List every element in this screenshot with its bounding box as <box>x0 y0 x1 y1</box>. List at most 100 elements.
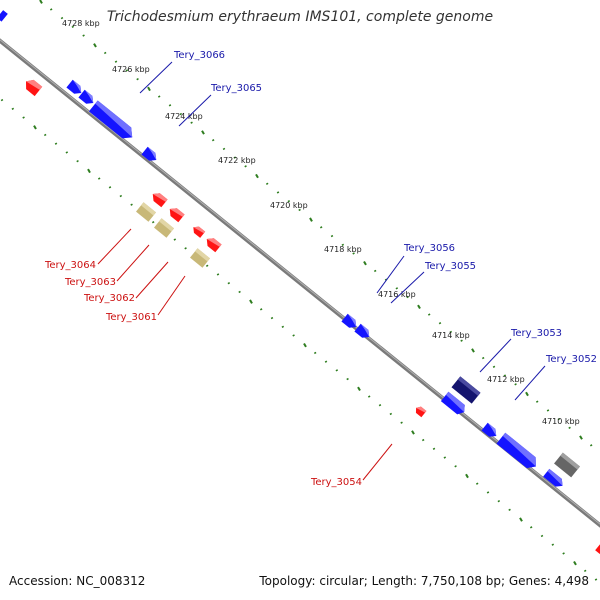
leader-line-tery-3055 <box>390 271 425 304</box>
kbp-label-4728: 4728 kbp <box>62 19 100 28</box>
gene-block[interactable] <box>136 202 156 222</box>
tick-mark <box>309 217 313 222</box>
gene-block[interactable] <box>451 376 481 404</box>
tick-mark <box>330 234 334 238</box>
gene-block[interactable] <box>141 146 159 164</box>
leader-line-tery-3053 <box>479 338 512 373</box>
gene-block[interactable] <box>22 77 43 97</box>
tick-mark <box>76 159 79 163</box>
gene-block[interactable] <box>150 190 168 208</box>
gene-block[interactable] <box>167 205 185 223</box>
tick-mark <box>60 16 64 20</box>
tick-mark <box>281 325 285 328</box>
tick-mark <box>535 400 539 403</box>
tick-mark <box>475 482 479 485</box>
tick-mark <box>465 473 469 479</box>
tick-mark <box>594 578 598 581</box>
gene-block[interactable] <box>354 323 372 341</box>
kbp-label-4726: 4726 kbp <box>112 65 150 74</box>
tick-mark <box>168 104 172 107</box>
tick-mark <box>303 343 307 348</box>
gene-label-tery-3052[interactable]: Tery_3052 <box>545 354 597 365</box>
tick-mark <box>568 426 571 430</box>
tick-mark <box>562 552 565 555</box>
gene-label-tery-3062[interactable]: Tery_3062 <box>83 293 135 304</box>
gene-block[interactable] <box>341 313 359 331</box>
tick-mark <box>551 543 555 546</box>
tick-mark <box>492 365 496 369</box>
tick-mark <box>49 8 53 11</box>
tick-mark <box>421 438 425 442</box>
tick-mark <box>341 243 345 246</box>
tick-mark <box>432 447 436 451</box>
tick-mark <box>255 173 259 179</box>
tick-mark <box>65 151 69 154</box>
gene-label-tery-3061[interactable]: Tery_3061 <box>105 312 157 323</box>
tick-mark <box>87 168 91 174</box>
tick-mark <box>265 182 269 185</box>
tick-mark <box>529 526 533 529</box>
tick-mark <box>22 116 25 119</box>
tick-mark <box>173 238 177 241</box>
gene-block[interactable] <box>0 10 8 22</box>
gene-block[interactable] <box>595 544 600 554</box>
gene-block[interactable] <box>78 89 96 107</box>
gene-block[interactable] <box>414 405 427 418</box>
tick-mark <box>460 339 463 342</box>
tick-mark <box>0 98 4 102</box>
leader-lines <box>97 61 546 481</box>
gene-block[interactable] <box>66 79 84 97</box>
gene-block[interactable] <box>154 218 174 238</box>
gene-label-tery-3054[interactable]: Tery_3054 <box>310 477 362 488</box>
kbp-label-4720: 4720 kbp <box>270 201 308 210</box>
tick-mark <box>519 517 523 522</box>
tick-mark <box>313 351 317 355</box>
kbp-label-4718: 4718 kbp <box>324 245 362 254</box>
gene-block[interactable] <box>190 248 210 268</box>
gene-label-tery-3056[interactable]: Tery_3056 <box>403 243 455 254</box>
tick-mark <box>443 456 447 459</box>
tick-mark <box>130 203 133 206</box>
tick-mark <box>119 194 123 198</box>
gene-block[interactable] <box>554 452 580 478</box>
gene-block[interactable] <box>191 224 206 238</box>
gene-label-tery-3065[interactable]: Tery_3065 <box>210 83 262 94</box>
tick-mark <box>147 86 151 92</box>
tick-mark <box>589 444 593 447</box>
tick-mark <box>151 220 155 224</box>
tick-mark <box>82 34 85 37</box>
leader-line-tery-3062 <box>135 261 169 299</box>
gene-block[interactable] <box>440 391 468 417</box>
tick-mark <box>233 156 237 159</box>
tick-mark <box>525 391 529 397</box>
leader-line-tery-3066 <box>139 61 173 94</box>
leader-line-tery-3065 <box>178 94 212 127</box>
gene-label-tery-3053[interactable]: Tery_3053 <box>510 328 562 339</box>
gene-block[interactable] <box>496 432 540 472</box>
gene-block[interactable] <box>204 235 222 253</box>
tick-mark <box>125 69 129 72</box>
kbp-label-4722: 4722 kbp <box>218 156 256 165</box>
tick-mark <box>211 138 215 142</box>
tick-mark <box>573 560 577 566</box>
tick-mark <box>114 60 118 63</box>
gene-label-tery-3064[interactable]: Tery_3064 <box>44 260 96 271</box>
tick-mark <box>190 121 193 124</box>
tick-mark <box>557 417 561 421</box>
tick-mark <box>497 499 501 503</box>
gene-label-tery-3066[interactable]: Tery_3066 <box>173 50 225 61</box>
gene-label-tery-3055[interactable]: Tery_3055 <box>424 261 476 272</box>
gene-label-tery-3063[interactable]: Tery_3063 <box>64 277 116 288</box>
tick-mark <box>427 313 431 316</box>
kbp-label-4724: 4724 kbp <box>165 112 203 121</box>
leader-line-tery-3052 <box>514 365 546 401</box>
forward-gene-labels: Tery_3066 Tery_3065 Tery_3056 Tery_3055 … <box>173 50 597 365</box>
gene-block[interactable] <box>481 422 499 440</box>
tick-mark <box>319 226 323 229</box>
tick-mark <box>93 43 97 48</box>
gene-block[interactable] <box>88 100 137 142</box>
gene-block[interactable] <box>543 468 566 490</box>
tick-mark <box>11 107 15 111</box>
tick-mark <box>335 369 339 372</box>
tick-mark <box>97 177 101 180</box>
